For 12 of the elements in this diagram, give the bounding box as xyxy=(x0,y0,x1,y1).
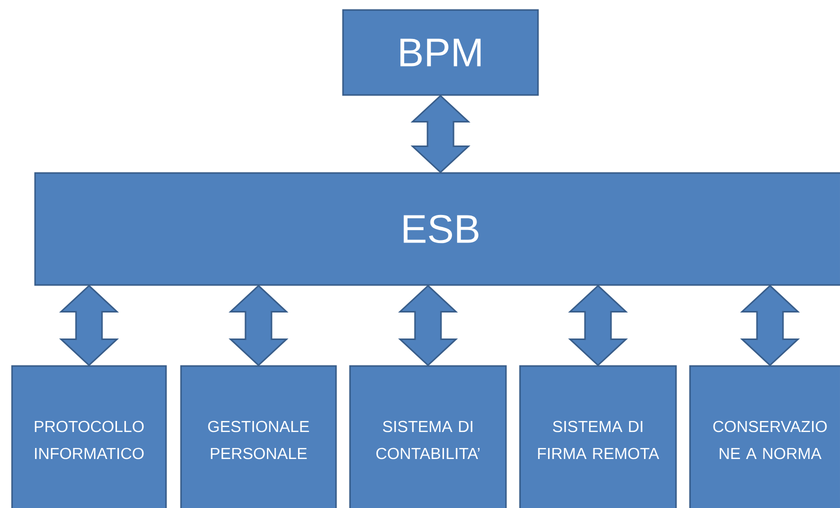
system-box: GESTIONALE PERSONALE xyxy=(180,365,337,508)
double-arrow xyxy=(398,284,458,366)
system-box: SISTEMA DI CONTABILITA’ xyxy=(349,365,507,508)
bus-bar: ESB xyxy=(34,172,840,286)
double-arrow xyxy=(59,284,119,366)
system-box: CONSERVAZIO NE A NORMA xyxy=(689,365,840,508)
top-box: BPM xyxy=(342,9,539,96)
system-box: PROTOCOLLO INFORMATICO xyxy=(11,365,167,508)
double-arrow xyxy=(740,284,800,366)
system-box: SISTEMA DI FIRMA REMOTA xyxy=(519,365,677,508)
double-arrow xyxy=(228,284,288,366)
double-arrow xyxy=(568,284,628,366)
